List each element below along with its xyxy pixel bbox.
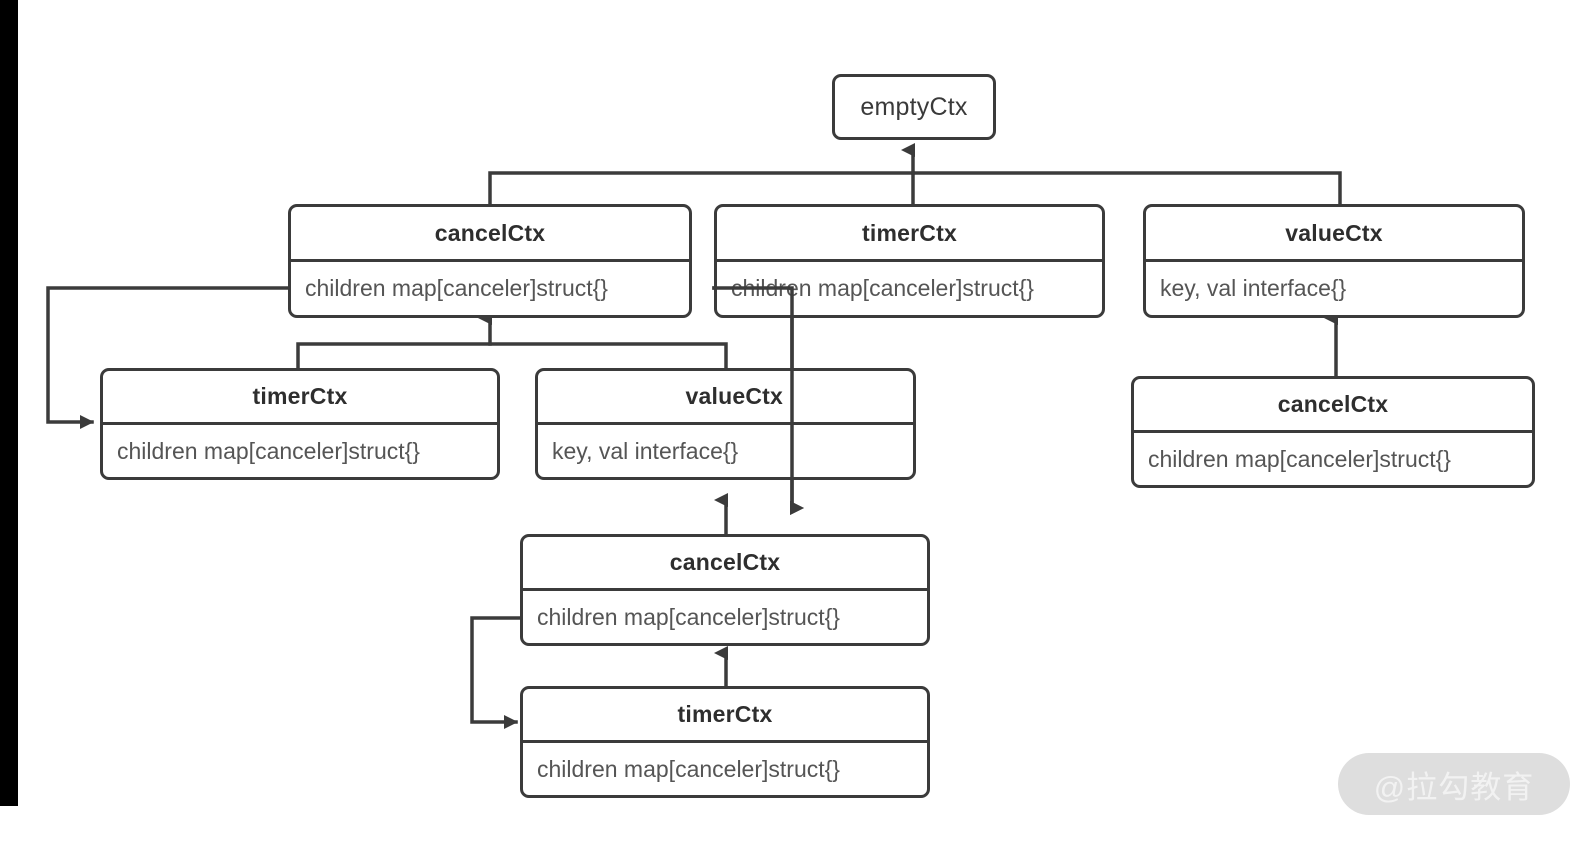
node-row2-timerctx[interactable]: timerCtx children map[canceler]struct{} [100, 368, 500, 480]
node-row1-cancelctx-body: children map[canceler]struct{} [305, 275, 608, 301]
node-row2-valuectx[interactable]: valueCtx key, val interface{} [535, 368, 916, 480]
watermark-label: @拉勾教育 [1373, 769, 1535, 805]
node-row3-cancelctx[interactable]: cancelCtx children map[canceler]struct{} [520, 534, 930, 646]
node-row1-timerctx-divider [717, 259, 1102, 262]
node-row4-timerctx-body: children map[canceler]struct{} [537, 755, 840, 782]
node-row4-timerctx-title: timerCtx [677, 701, 773, 727]
edge-cancelctx-children-to-timerctx-bottom [470, 616, 522, 729]
watermark: @拉勾教育 [1338, 753, 1570, 815]
node-row1-valuectx-body: key, val interface{} [1160, 275, 1347, 301]
node-row1-cancelctx[interactable]: cancelCtx children map[canceler]struct{} [288, 204, 692, 318]
node-row1-valuectx[interactable]: valueCtx key, val interface{} [1143, 204, 1525, 318]
node-row1-cancelctx-title: cancelCtx [434, 219, 546, 246]
node-emptyctx-title: emptyCtx [860, 92, 968, 121]
node-row4-timerctx[interactable]: timerCtx children map[canceler]struct{} [520, 686, 930, 798]
node-row2-cancelctx-divider [1134, 430, 1532, 433]
node-row4-timerctx-divider [523, 740, 927, 743]
node-row2-valuectx-body: key, val interface{} [552, 437, 739, 464]
node-row1-timerctx-body: children map[canceler]struct{} [731, 275, 1034, 301]
edge-bus-row2 [296, 342, 728, 370]
node-row1-timerctx[interactable]: timerCtx children map[canceler]struct{} [714, 204, 1105, 318]
node-row2-timerctx-divider [103, 422, 497, 425]
left-edge-strip [0, 0, 18, 806]
node-row3-cancelctx-title: cancelCtx [669, 549, 781, 575]
node-emptyctx[interactable]: emptyCtx [832, 74, 996, 140]
node-row2-valuectx-title: valueCtx [685, 383, 783, 409]
node-row2-cancelctx[interactable]: cancelCtx children map[canceler]struct{} [1131, 376, 1535, 488]
node-row2-cancelctx-title: cancelCtx [1277, 391, 1389, 417]
edge-bus-top [488, 171, 1342, 206]
node-row1-valuectx-divider [1146, 259, 1522, 262]
node-row3-cancelctx-body: children map[canceler]struct{} [537, 603, 840, 630]
node-row1-timerctx-title: timerCtx [862, 219, 957, 246]
node-row2-timerctx-title: timerCtx [252, 383, 348, 409]
node-row2-timerctx-body: children map[canceler]struct{} [117, 437, 420, 464]
node-row1-cancelctx-divider [291, 259, 689, 262]
node-row1-valuectx-title: valueCtx [1285, 219, 1383, 246]
node-row3-cancelctx-divider [523, 588, 927, 591]
node-row2-cancelctx-body: children map[canceler]struct{} [1148, 445, 1451, 472]
